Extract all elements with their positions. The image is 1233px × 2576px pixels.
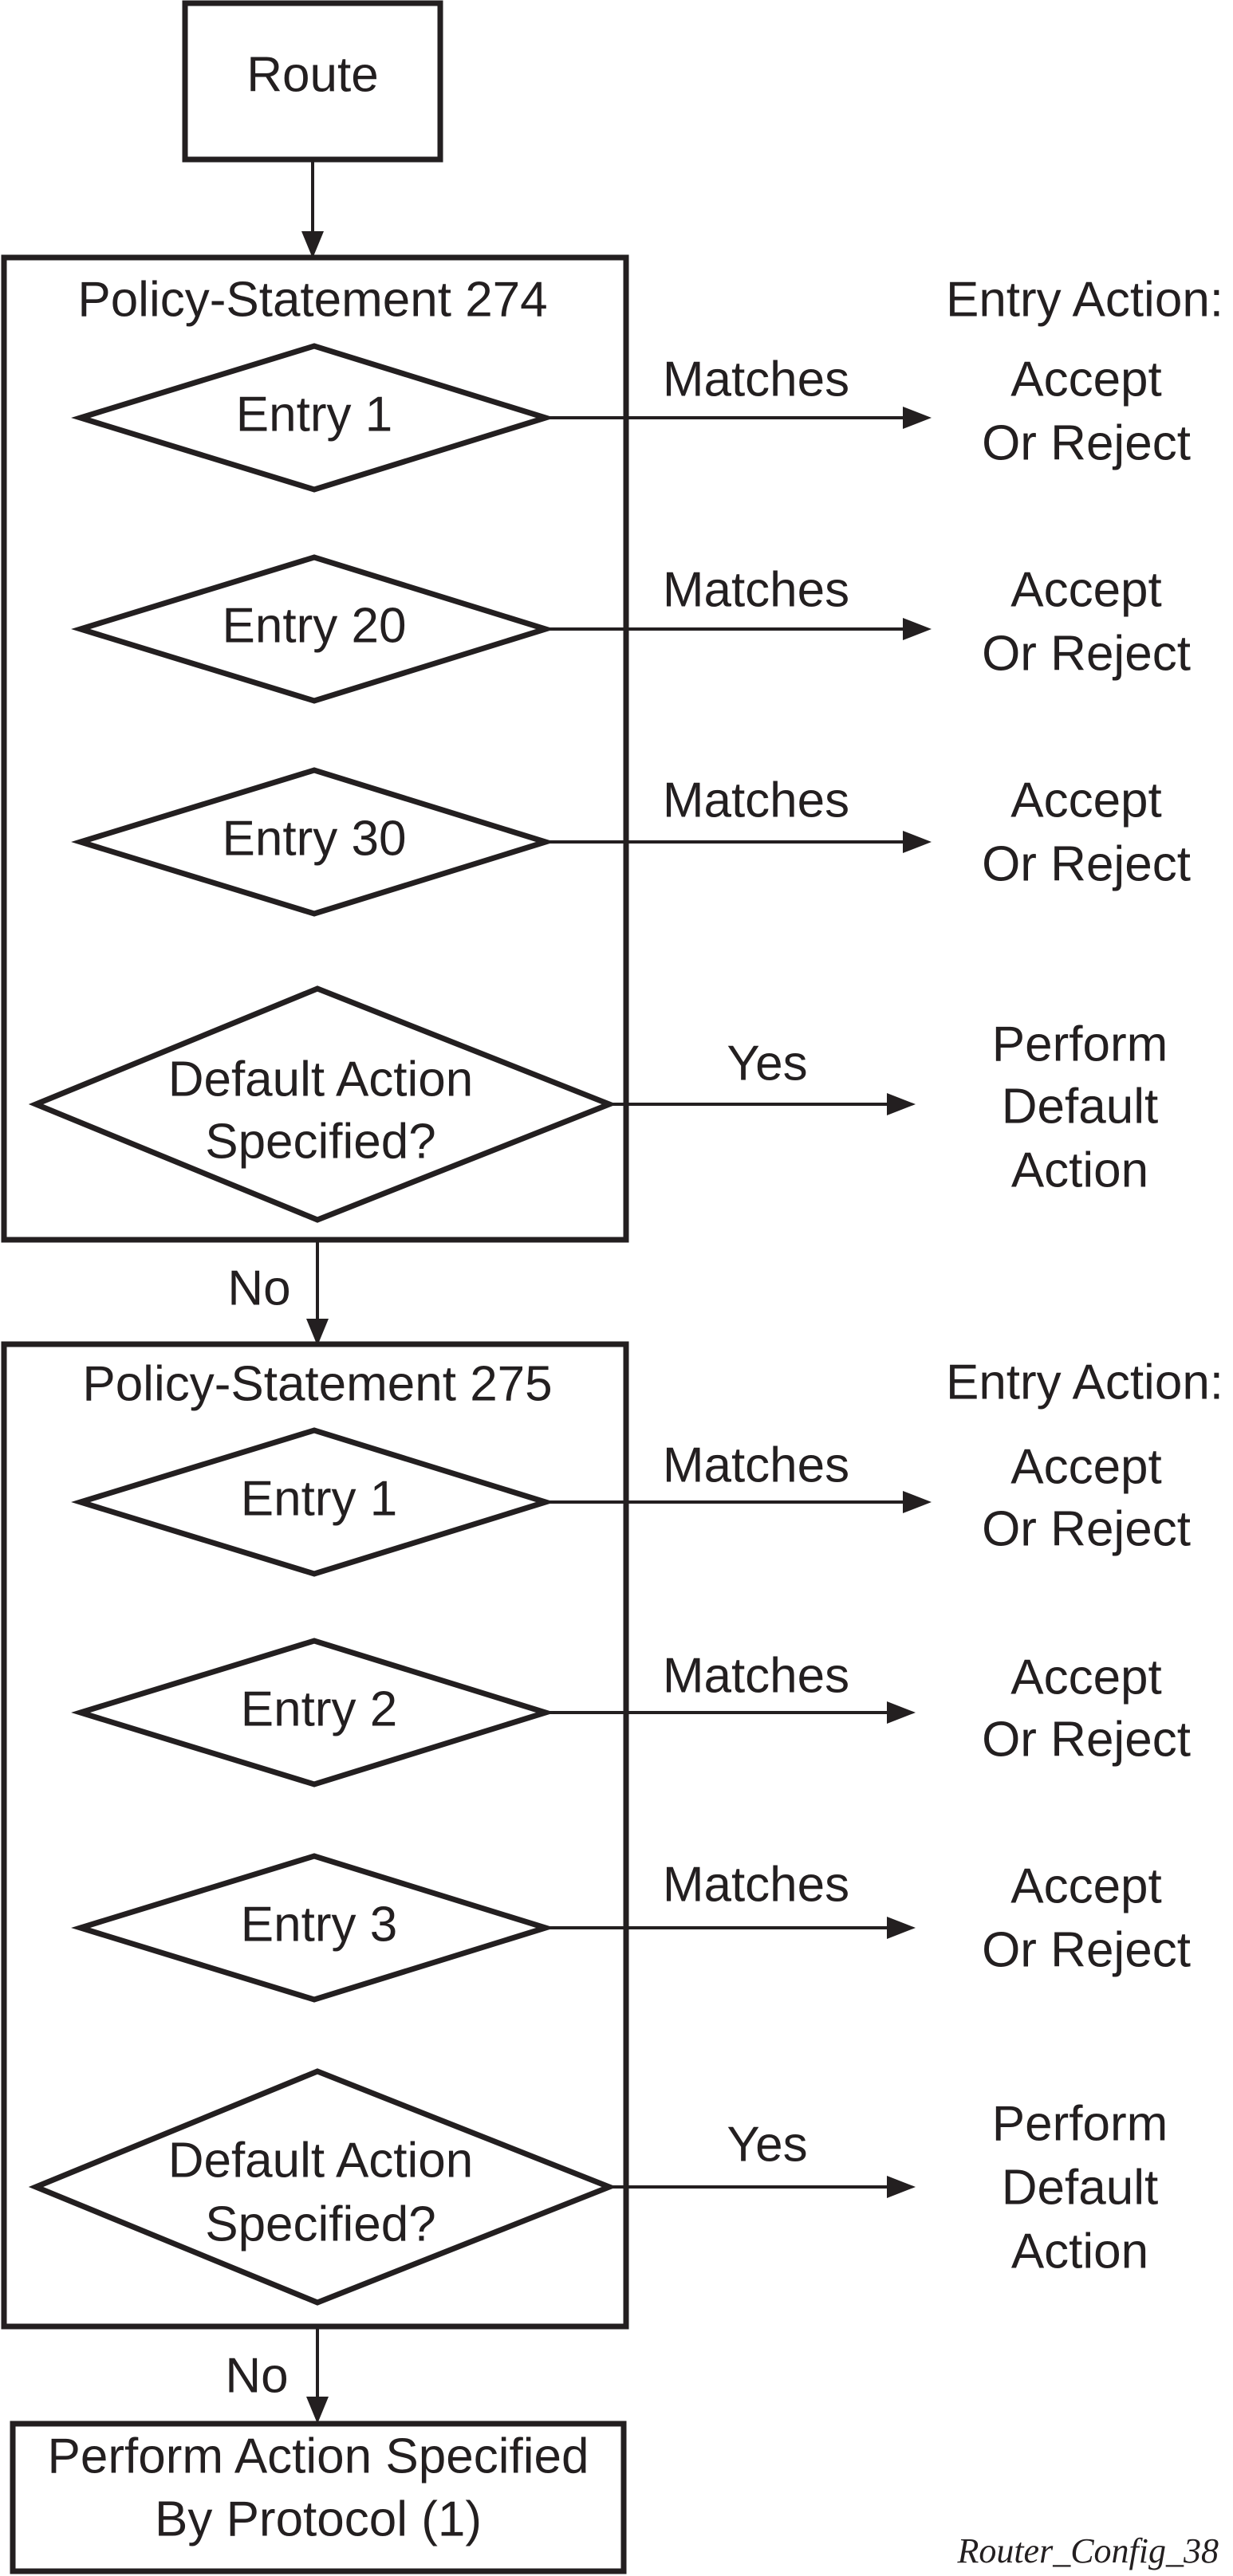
s274-entry1-arrowhead (903, 407, 932, 429)
s274-default-yes-label: Yes (727, 1036, 807, 1091)
s275-no-label: No (225, 2348, 288, 2403)
s275-entry-2-action-line-2: Or Reject (982, 1712, 1191, 1767)
policy-statement-274-frame (1, 254, 629, 1243)
s274-default-question-line-1: Default Action (168, 1052, 474, 1107)
s275-entry-2-decision (71, 1638, 555, 1787)
s275-entry-1-matches-label: Matches (663, 1437, 849, 1493)
s274-default-arrowhead (887, 1093, 916, 1115)
protocol-action-line-1: Perform Action Specified (48, 2429, 589, 2484)
s275-entry-1-action-line-2: Or Reject (982, 1501, 1191, 1556)
s274-default-action-line-2: Default (1002, 1079, 1158, 1134)
s274-entry-30-label: Entry 30 (223, 811, 407, 866)
s274-entry2-arrowhead (903, 618, 932, 640)
s275-entry-action-header: Entry Action: (946, 1355, 1223, 1410)
s274-entry-1-label: Entry 1 (236, 387, 392, 442)
s275-entry1-arrowhead (903, 1491, 932, 1513)
s275-entry-1-action-line-1: Accept (1010, 1439, 1162, 1494)
protocol-action-line-2: By Protocol (1) (155, 2491, 482, 2547)
s275-entry-1-decision (71, 1427, 555, 1577)
s274-no-label: No (227, 1260, 290, 1316)
policy-274-no-arrowhead (306, 1319, 329, 1346)
protocol-action-box (10, 2421, 627, 2574)
policy-statement-275-title: Policy-Statement 275 (82, 1356, 552, 1411)
s274-entry-30-action-line-1: Accept (1010, 773, 1162, 828)
s274-entry3-arrowhead (903, 831, 932, 853)
s274-default-question-line-2: Specified? (205, 1114, 436, 1169)
s275-entry-2-matches-label: Matches (663, 1648, 849, 1703)
s274-entry-20-decision (71, 554, 555, 704)
figure-id: Router_Config_38 (956, 2531, 1219, 2570)
s274-entry-30-decision (71, 767, 555, 917)
s275-default-question-line-2: Specified? (205, 2196, 436, 2252)
s275-entry-3-decision (71, 1853, 555, 2003)
s274-default-action-line-1: Perform (992, 1017, 1168, 1072)
route-label: Route (246, 47, 378, 102)
s274-entry-20-matches-label: Matches (663, 562, 849, 617)
connectors (301, 159, 932, 2424)
s275-entry-3-action-line-1: Accept (1010, 1858, 1162, 1913)
s274-entry-30-matches-label: Matches (663, 773, 849, 828)
s275-entry2-arrowhead (887, 1701, 916, 1724)
s274-entry-20-label: Entry 20 (223, 598, 407, 653)
s275-entry-3-label: Entry 3 (241, 1897, 397, 1952)
s275-entry-2-action-line-1: Accept (1010, 1650, 1162, 1705)
s275-default-action-line-2: Default (1002, 2160, 1158, 2215)
s274-default-action-decision (28, 985, 617, 1223)
s274-entry-1-action-line-2: Or Reject (982, 415, 1191, 470)
s275-entry-3-matches-label: Matches (663, 1857, 849, 1912)
s275-default-action-line-1: Perform (992, 2096, 1168, 2151)
s275-entry-3-action-line-2: Or Reject (982, 1922, 1191, 1977)
s275-entry3-arrowhead (887, 1917, 916, 1939)
s274-entry-action-header: Entry Action: (946, 272, 1223, 327)
s275-default-action-decision (28, 2068, 617, 2306)
s274-default-action-line-3: Action (1011, 1142, 1148, 1198)
s275-default-question-line-1: Default Action (168, 2133, 474, 2188)
route-arrowhead (301, 231, 324, 258)
s274-entry-20-action-line-2: Or Reject (982, 626, 1191, 681)
s274-entry-1-decision (71, 343, 555, 493)
policy-statement-274-title: Policy-Statement 274 (77, 272, 547, 327)
policy-statement-275-frame (1, 1341, 629, 2330)
s274-entry-30-action-line-2: Or Reject (982, 836, 1191, 891)
s274-entry-20-action-line-1: Accept (1010, 562, 1162, 617)
s274-entry-1-matches-label: Matches (663, 352, 849, 407)
s275-default-arrowhead (887, 2176, 916, 2198)
s274-entry-1-action-line-1: Accept (1010, 352, 1162, 407)
s275-default-yes-label: Yes (727, 2117, 807, 2172)
route-box (182, 0, 443, 163)
s275-entry-1-label: Entry 1 (241, 1471, 397, 1526)
policy-275-no-arrowhead (306, 2397, 329, 2424)
s275-default-action-line-3: Action (1011, 2224, 1148, 2279)
s275-entry-2-label: Entry 2 (241, 1681, 397, 1736)
